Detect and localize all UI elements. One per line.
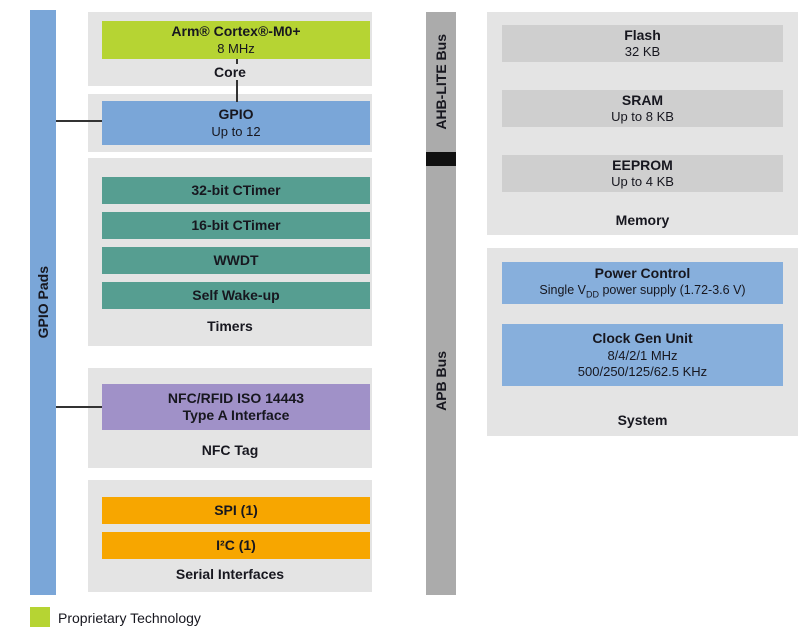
ctimer-32bit-label: 32-bit CTimer	[191, 181, 281, 198]
ctimer-32bit-block: 32-bit CTimer	[102, 177, 370, 204]
sram-title: SRAM	[621, 91, 664, 108]
apb-bus-label: APB Bus	[433, 350, 449, 411]
timers-section-label: Timers	[207, 318, 253, 334]
spi-block: SPI (1)	[102, 497, 370, 524]
ctimer-16bit-label: 16-bit CTimer	[191, 216, 281, 233]
sram-block: SRAM Up to 8 KB	[502, 90, 783, 127]
apb-bus-bar: APB Bus	[426, 166, 456, 595]
proprietary-technology-label: Proprietary Technology	[58, 610, 201, 626]
power-supply-range: Single VDD power supply (1.72-3.6 V)	[539, 282, 746, 300]
clock-gen-block: Clock Gen Unit 8/4/2/1 MHz 500/250/125/6…	[502, 324, 783, 386]
sram-size: Up to 8 KB	[611, 109, 674, 125]
clock-gen-mhz: 8/4/2/1 MHz	[607, 347, 678, 363]
bus-bridge-segment	[426, 152, 456, 166]
gpio-count: Up to 12	[211, 123, 261, 139]
core-section-label: Core	[88, 64, 372, 80]
ctimer-16bit-block: 16-bit CTimer	[102, 212, 370, 239]
serial-section-label: Serial Interfaces	[175, 566, 285, 582]
spi-label: SPI (1)	[214, 501, 258, 518]
nfc-section-label: NFC Tag	[201, 442, 259, 458]
memory-section-label: Memory	[615, 212, 670, 228]
clock-gen-khz: 500/250/125/62.5 KHz	[577, 363, 708, 379]
i2c-label: I²C (1)	[216, 536, 256, 553]
cortex-m0-block: Arm® Cortex®-M0+ 8 MHz	[102, 21, 370, 59]
nfc-title: NFC/RFID ISO 14443	[167, 389, 305, 406]
connector-pads-nfc	[56, 406, 102, 408]
cortex-m0-frequency: 8 MHz	[217, 40, 255, 56]
clock-gen-title: Clock Gen Unit	[592, 330, 693, 346]
flash-size: 32 KB	[624, 44, 661, 60]
eeprom-title: EEPROM	[612, 156, 673, 173]
power-control-title: Power Control	[594, 265, 691, 282]
cortex-m0-title: Arm® Cortex®-M0+	[171, 23, 301, 40]
nfc-subtitle: Type A Interface	[182, 407, 290, 423]
gpio-block: GPIO Up to 12	[102, 101, 370, 145]
self-wakeup-label: Self Wake-up	[192, 286, 280, 303]
i2c-block: I²C (1)	[102, 532, 370, 559]
connector-pads-gpio	[56, 120, 102, 122]
ahb-lite-bus-label: AHB-LITE Bus	[433, 34, 449, 130]
eeprom-block: EEPROM Up to 4 KB	[502, 155, 783, 192]
eeprom-size: Up to 4 KB	[611, 174, 674, 190]
ahb-lite-bus-bar: AHB-LITE Bus	[426, 12, 456, 152]
power-control-block: Power Control Single VDD power supply (1…	[502, 262, 783, 304]
wwdt-label: WWDT	[213, 251, 259, 268]
self-wakeup-block: Self Wake-up	[102, 282, 370, 309]
proprietary-technology-swatch	[30, 607, 50, 627]
flash-title: Flash	[624, 26, 661, 43]
wwdt-block: WWDT	[102, 247, 370, 274]
flash-block: Flash 32 KB	[502, 25, 783, 62]
gpio-pads-label: GPIO Pads	[35, 266, 51, 339]
nfc-block: NFC/RFID ISO 14443 Type A Interface	[102, 384, 370, 430]
gpio-pads-bar: GPIO Pads	[30, 10, 56, 595]
system-section-label: System	[617, 412, 668, 428]
connector-core-gpio	[236, 59, 238, 102]
gpio-title: GPIO	[218, 106, 254, 123]
